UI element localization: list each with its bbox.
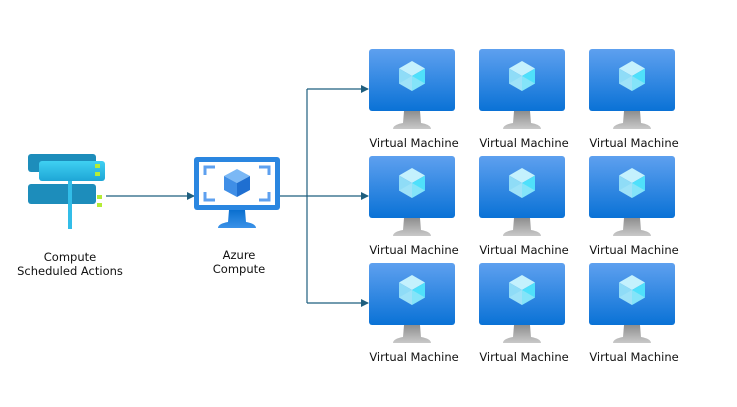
hub-node[interactable]: Azure Compute <box>194 155 284 280</box>
virtual-machine-label: Virtual Machine <box>589 136 679 150</box>
source-label-line1: Compute <box>43 250 97 264</box>
hub-label-line1: Azure <box>222 248 256 262</box>
virtual-machine-node-9[interactable]: Virtual Machine <box>579 263 689 364</box>
virtual-machine-node-6[interactable]: Virtual Machine <box>579 156 689 257</box>
virtual-machine-label: Virtual Machine <box>479 136 569 150</box>
virtual-machine-label: Virtual Machine <box>589 350 679 364</box>
virtual-machine-icon <box>369 156 455 236</box>
virtual-machine-label: Virtual Machine <box>479 350 569 364</box>
virtual-machine-icon <box>479 156 565 236</box>
virtual-machine-node-4[interactable]: Virtual Machine <box>359 156 469 257</box>
virtual-machine-label: Virtual Machine <box>589 243 679 257</box>
virtual-machine-node-1[interactable]: Virtual Machine <box>359 49 469 150</box>
virtual-machine-label: Virtual Machine <box>479 243 569 257</box>
virtual-machine-icon <box>369 49 455 129</box>
azure-compute-monitor-icon <box>194 157 280 228</box>
virtual-machine-label: Virtual Machine <box>369 350 459 364</box>
virtual-machine-icon <box>479 263 565 343</box>
virtual-machine-icon <box>479 49 565 129</box>
source-node[interactable]: Compute Scheduled Actions <box>17 150 123 280</box>
virtual-machine-node-7[interactable]: Virtual Machine <box>359 263 469 364</box>
server-rack-icon <box>28 154 105 229</box>
virtual-machine-node-2[interactable]: Virtual Machine <box>469 49 579 150</box>
source-label: Compute Scheduled Actions <box>10 250 130 278</box>
virtual-machine-icon <box>589 156 675 236</box>
source-label-line2: Scheduled Actions <box>17 264 123 278</box>
virtual-machine-label: Virtual Machine <box>369 136 459 150</box>
virtual-machine-label: Virtual Machine <box>369 243 459 257</box>
hub-label: Azure Compute <box>179 248 299 276</box>
hub-label-line2: Compute <box>212 262 266 276</box>
virtual-machine-icon <box>589 49 675 129</box>
virtual-machine-node-3[interactable]: Virtual Machine <box>579 49 689 150</box>
virtual-machine-icon <box>369 263 455 343</box>
virtual-machine-node-8[interactable]: Virtual Machine <box>469 263 579 364</box>
virtual-machine-node-5[interactable]: Virtual Machine <box>469 156 579 257</box>
virtual-machine-icon <box>589 263 675 343</box>
